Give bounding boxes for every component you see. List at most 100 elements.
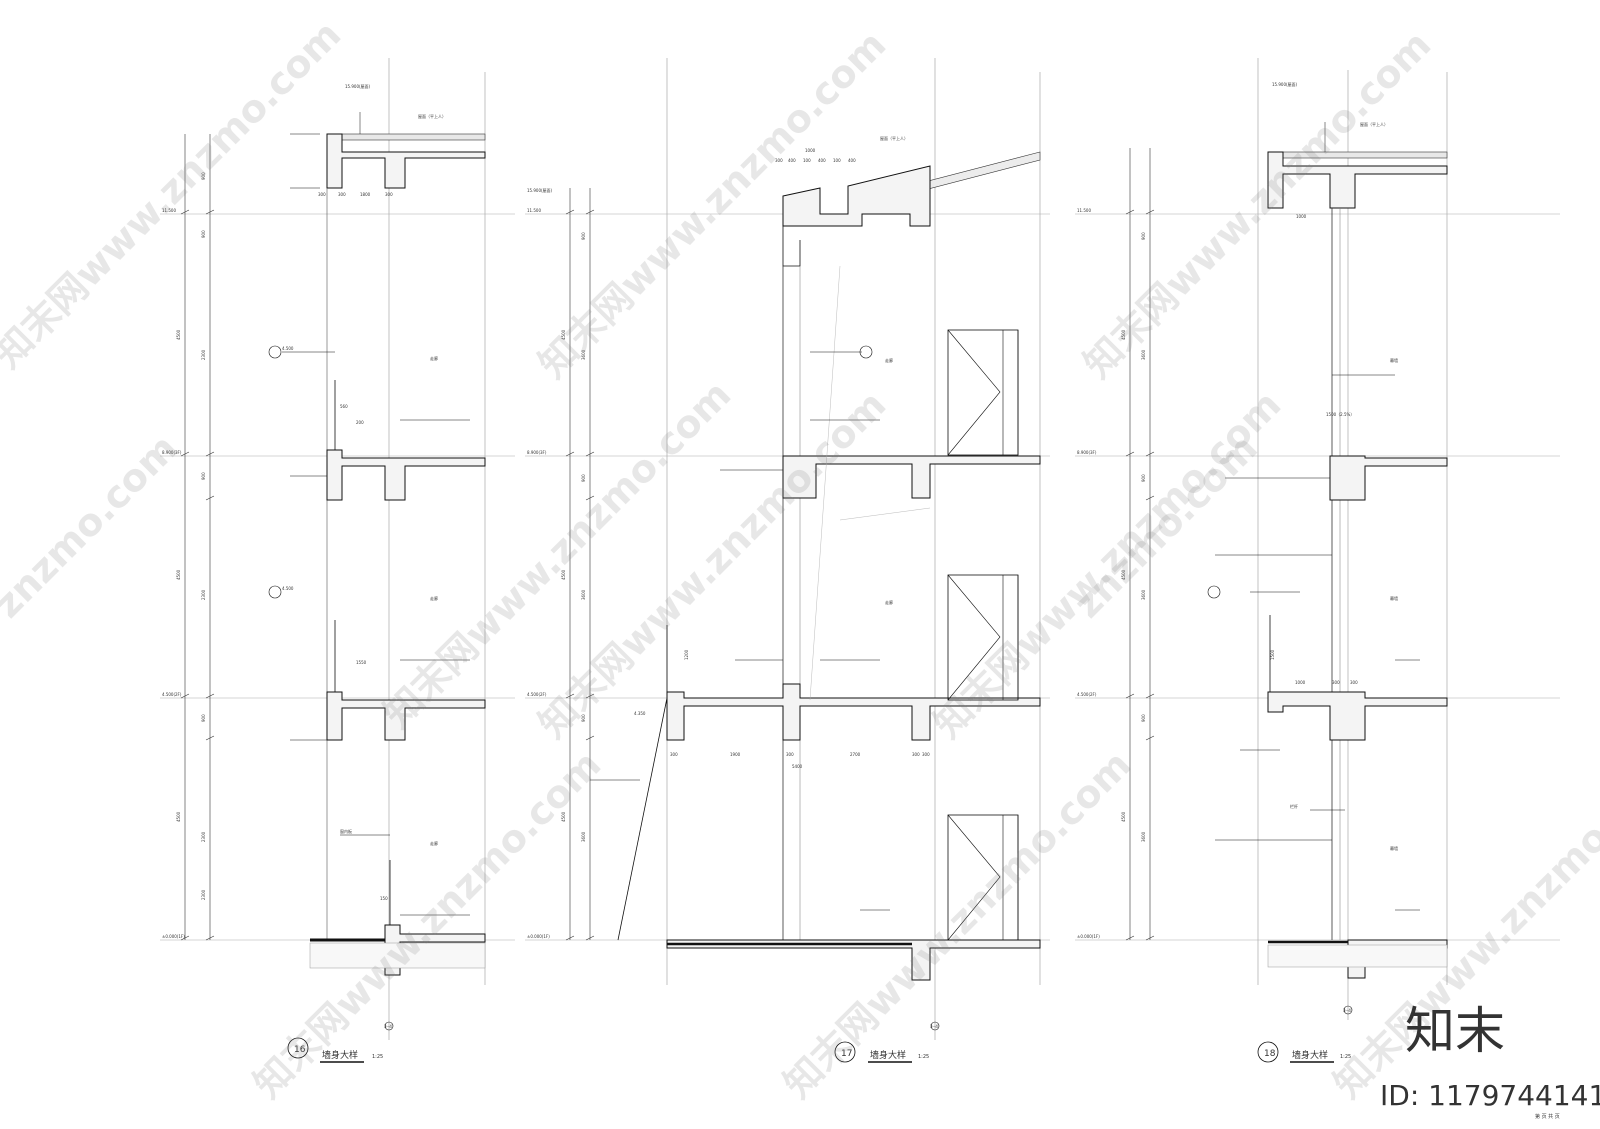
watermark-text-2: znzmo.com — [0, 426, 186, 627]
s16-dim-inner-6: 2300 — [201, 349, 206, 360]
s16-slab-dim-8: 150 — [380, 896, 388, 901]
s18-scale: 1:25 — [1340, 1054, 1351, 1060]
s18-level-2: 11.500 — [1077, 208, 1091, 213]
s17-bot-dim-3: 300 — [786, 752, 794, 757]
s17-note-3: 1200 — [684, 649, 689, 660]
s17-dim-outer-2: 4500 — [561, 569, 566, 580]
s17-top-dim-5: 100 — [833, 158, 841, 163]
s16-level-5: ±0.000(1F) — [162, 934, 185, 939]
s16-slab-dim-7: 1550 — [356, 660, 367, 665]
s17-bot-dim-6: 300 — [922, 752, 930, 757]
s18-room-2: 幕墙 — [1390, 595, 1398, 601]
section-17 — [590, 151, 1041, 1063]
s16-dim-inner-7: 900 — [201, 172, 206, 180]
s18-level-4: 4.500(2F) — [1077, 692, 1097, 697]
s18-number: 18 — [1264, 1049, 1276, 1059]
s16-slab-dim-1: 300 — [318, 192, 326, 197]
s16-dim-inner-4: 2300 — [201, 831, 206, 842]
s18-dim-outer-3: 4500 — [1121, 811, 1126, 822]
s16-room-2: 走廊 — [430, 595, 438, 601]
s18-level-5: ±0.000(1F) — [1077, 934, 1100, 939]
s17-top-dim-1: 300 — [775, 158, 783, 163]
s16-room-3: 走廊 — [430, 840, 438, 846]
s18-slab-dim-4: 300 — [1350, 680, 1358, 685]
dimension-chains — [180, 134, 1155, 941]
s16-number: 16 — [294, 1045, 306, 1055]
s18-slab-dim-3: 1000 — [1296, 214, 1307, 219]
s18-slab-dim-1: 1000 — [1295, 680, 1306, 685]
s18-note-3: 栏杆 — [1290, 803, 1298, 809]
s16-level-2: 11.500 — [162, 208, 176, 213]
s18-dim-inner-3: 900 — [1141, 474, 1146, 482]
watermark-text-7: 知末网www.znzmo.com — [775, 742, 1139, 1106]
s17-number: 17 — [841, 1049, 852, 1059]
s17-bot-dim-2: 1900 — [730, 752, 741, 757]
s17-bot-dim-1: 300 — [670, 752, 678, 757]
s16-slab-dim-5: 560 — [340, 404, 348, 409]
s17-level-3: 8.900(3F) — [527, 450, 547, 455]
s17-bot-dim-4: 2700 — [850, 752, 861, 757]
axis-lines — [388, 58, 1448, 1040]
s17-level-4: 4.500(2F) — [527, 692, 547, 697]
s16-level-roof: 15.900(屋面) — [345, 83, 371, 89]
s18-slab-dim-2: 300 — [1332, 680, 1340, 685]
s16-room-1: 走廊 — [430, 355, 438, 361]
s18-note-1: 屋面（平上人） — [1360, 121, 1388, 127]
watermark-text-4: 知末网www.znzmo.com — [245, 742, 609, 1106]
s17-level-roof: 15.900(屋面) — [527, 187, 553, 193]
s17-title: 墙身大样 — [870, 1049, 906, 1061]
s18-dim-inner-5: 900 — [1141, 714, 1146, 722]
s17-room-1: 走廊 — [885, 357, 893, 363]
s18-room-3: 幕墙 — [1390, 845, 1398, 851]
s16-note-3: 4.500 — [282, 586, 294, 591]
s16-dim-outer-2: 4500 — [176, 569, 181, 580]
s17-room-2: 走廊 — [885, 599, 893, 605]
watermark-text-6: 知末网www.znzmo.com — [530, 382, 894, 746]
s17-level-2: 11.500 — [527, 208, 541, 213]
s17-top-dim-3: 100 — [803, 158, 811, 163]
s17-axis: 3--4 — [930, 1024, 938, 1029]
s17-note-2: 4.350 — [634, 711, 646, 716]
brand-id: ID: 1179744141 — [1380, 1079, 1600, 1112]
s17-dim-inner-4: 3600 — [581, 589, 586, 600]
s18-level-3: 8.900(3F) — [1077, 450, 1097, 455]
s18-title: 墙身大样 — [1292, 1049, 1328, 1061]
s17-note-1: 屋面（平上人） — [880, 135, 908, 141]
s17-dim-inner-2: 3600 — [581, 349, 586, 360]
s16-level-4: 4.500(2F) — [162, 692, 182, 697]
s18-dim-inner-2: 3600 — [1141, 349, 1146, 360]
s16-dim-inner-1: 900 — [201, 472, 206, 480]
watermark-text-3: 知末网www.znzmo.com — [375, 372, 739, 736]
s16-slab-dim-6: 200 — [356, 420, 364, 425]
s16-dim-inner-3: 900 — [201, 714, 206, 722]
level-lines — [160, 213, 1560, 941]
section-16 — [268, 112, 486, 1063]
s17-bot-dim-5: 300 — [912, 752, 920, 757]
s16-slab-dim-4: 300 — [385, 192, 393, 197]
s17-top-dim-2: 400 — [788, 158, 796, 163]
page-footer: 第 页 共 页 — [1535, 1113, 1560, 1120]
s16-slab-dim-2: 300 — [338, 192, 346, 197]
s17-dim-inner-5: 900 — [581, 714, 586, 722]
watermark-text-1: 知末网www.znzmo.com — [0, 12, 349, 376]
s16-title: 墙身大样 — [322, 1049, 358, 1061]
s18-room-1: 幕墙 — [1390, 357, 1398, 363]
s17-dim-inner-6: 3600 — [581, 831, 586, 842]
s18-dim-inner-1: 900 — [1141, 232, 1146, 240]
s17-dim-outer-1: 4500 — [561, 329, 566, 340]
s16-dim-inner-2: 2300 — [201, 589, 206, 600]
s18-slab-dim-5: 1500 — [1270, 649, 1275, 660]
s16-note-2: 4.500 — [282, 346, 294, 351]
s17-top-dim-6: 400 — [848, 158, 856, 163]
s16-slab-dim-3: 1800 — [360, 192, 371, 197]
s17-top-dim-7: 1000 — [805, 148, 816, 153]
s18-dim-outer-1: 4500 — [1121, 329, 1126, 340]
s16-axis: 3--4 — [384, 1024, 392, 1029]
s18-dim-inner-6: 3600 — [1141, 831, 1146, 842]
s17-level-5: ±0.000(1F) — [527, 934, 550, 939]
brand-logo: 知末 — [1405, 1002, 1505, 1060]
s16-dim-outer-3: 4500 — [176, 811, 181, 822]
s16-dim-outer-1: 4500 — [176, 329, 181, 340]
s17-dim-outer-3: 4500 — [561, 811, 566, 822]
